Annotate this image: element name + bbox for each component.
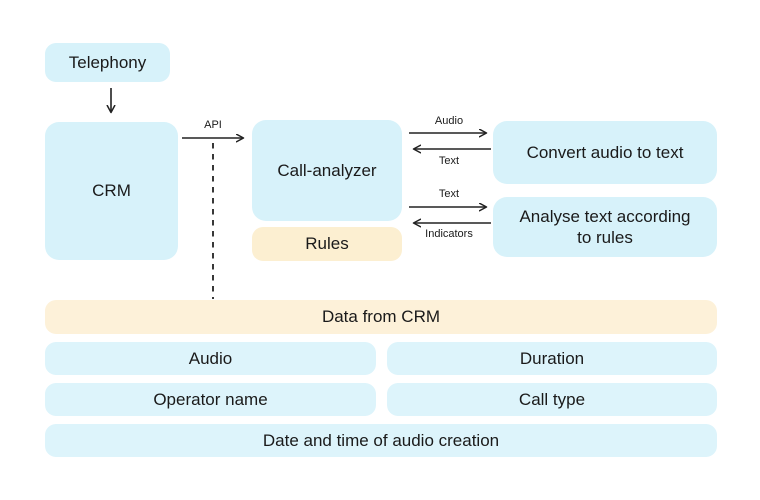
edge-label-indicators: Indicators — [425, 228, 473, 240]
field-audio: Audio — [45, 342, 376, 375]
edge-label-text-forward: Text — [438, 188, 460, 200]
data-from-crm-header: Data from CRM — [45, 300, 717, 334]
edge-label-api: API — [204, 119, 222, 131]
node-convert-audio-to-text: Convert audio to text — [493, 121, 717, 184]
node-call-analyzer: Call-analyzer — [252, 120, 402, 221]
edge-label-audio: Audio — [434, 115, 464, 127]
field-duration: Duration — [387, 342, 717, 375]
edge-label-text-return: Text — [438, 155, 460, 167]
field-date-and-time: Date and time of audio creation — [45, 424, 717, 457]
node-telephony: Telephony — [45, 43, 170, 82]
node-rules: Rules — [252, 227, 402, 261]
field-call-type: Call type — [387, 383, 717, 416]
node-analyse-text-label: Analyse text according to rules — [519, 206, 691, 247]
node-crm: CRM — [45, 122, 178, 260]
field-operator-name: Operator name — [45, 383, 376, 416]
node-analyse-text-according-to-rules: Analyse text according to rules — [493, 197, 717, 257]
